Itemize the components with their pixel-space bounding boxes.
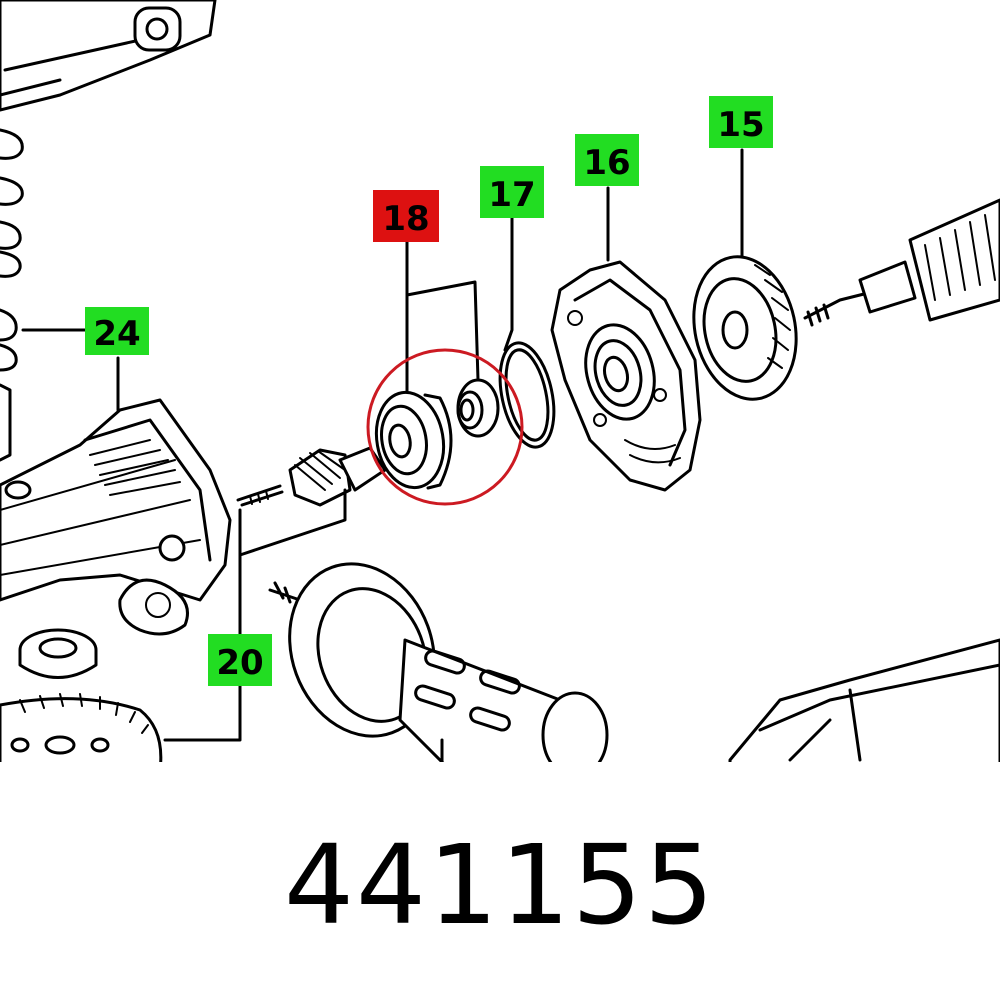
side-handle-part <box>268 562 609 762</box>
drawing-area <box>0 0 1000 762</box>
bevel-gear-part <box>0 693 163 762</box>
o-ring-part <box>498 341 556 449</box>
callout-16-box <box>575 134 639 186</box>
callout-20-label: 20 <box>216 643 263 683</box>
callout-16-label: 16 <box>583 143 630 183</box>
small-bearing-part <box>456 378 500 438</box>
lower-bearing-part <box>18 628 98 679</box>
callout-17-box <box>480 166 544 218</box>
ball-bearing-part <box>374 390 453 490</box>
part-number: 441155 <box>284 821 716 949</box>
callout-15-label: 15 <box>717 105 764 145</box>
callout-18-box <box>373 190 439 242</box>
pinion-part <box>236 446 387 507</box>
callout-20[interactable]: 20 <box>208 634 272 686</box>
motor-housing-part <box>728 638 1000 762</box>
callout-16[interactable]: 16 <box>575 134 639 186</box>
highlight-circle <box>366 348 524 506</box>
callout-15[interactable]: 15 <box>709 96 773 148</box>
callout-24-label: 24 <box>93 314 140 354</box>
bearing-flange-part <box>550 260 702 492</box>
leader-lines <box>21 148 744 762</box>
fan-part <box>692 255 798 401</box>
callout-18-label: 18 <box>382 199 429 239</box>
spring-stack-part <box>0 128 24 462</box>
callout-17-label: 17 <box>488 175 535 215</box>
callout-15-box <box>709 96 773 148</box>
callout-24[interactable]: 24 <box>85 307 149 355</box>
gear-housing-part <box>0 398 232 636</box>
callout-24-box <box>85 307 149 355</box>
armature-part <box>803 198 1000 327</box>
top-housing-part <box>0 0 217 112</box>
callout-17[interactable]: 17 <box>480 166 544 218</box>
callout-18[interactable]: 18 <box>373 190 439 242</box>
callout-20-box <box>208 634 272 686</box>
